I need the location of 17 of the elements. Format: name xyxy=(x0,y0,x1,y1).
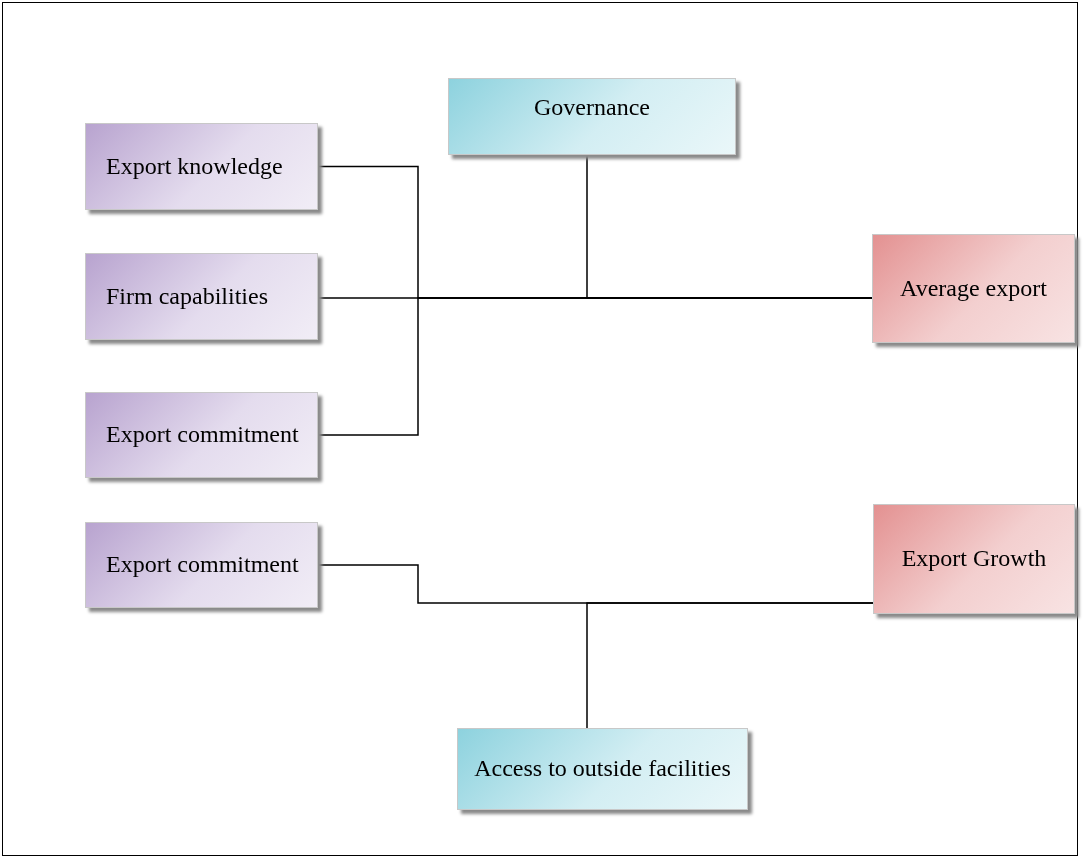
box-label: Firm capabilities xyxy=(106,281,269,311)
box-label: Governance xyxy=(533,93,651,122)
outcome-box xyxy=(873,504,1075,614)
input-box xyxy=(85,123,318,210)
factor-box xyxy=(457,728,748,810)
box-label: Access to outside facilities xyxy=(473,754,732,784)
connector-line xyxy=(586,602,874,729)
input-box xyxy=(85,392,318,478)
box-label: Export Growth xyxy=(900,544,1048,574)
input-box xyxy=(85,253,318,340)
box-label: Export commitment xyxy=(106,420,300,450)
box-label: Export commitment xyxy=(106,550,300,580)
input-box xyxy=(85,522,318,608)
outcome-box xyxy=(872,234,1075,343)
box-label: Export knowledge xyxy=(106,151,284,181)
factor-box xyxy=(448,78,736,155)
box-label: Average export xyxy=(899,273,1048,303)
